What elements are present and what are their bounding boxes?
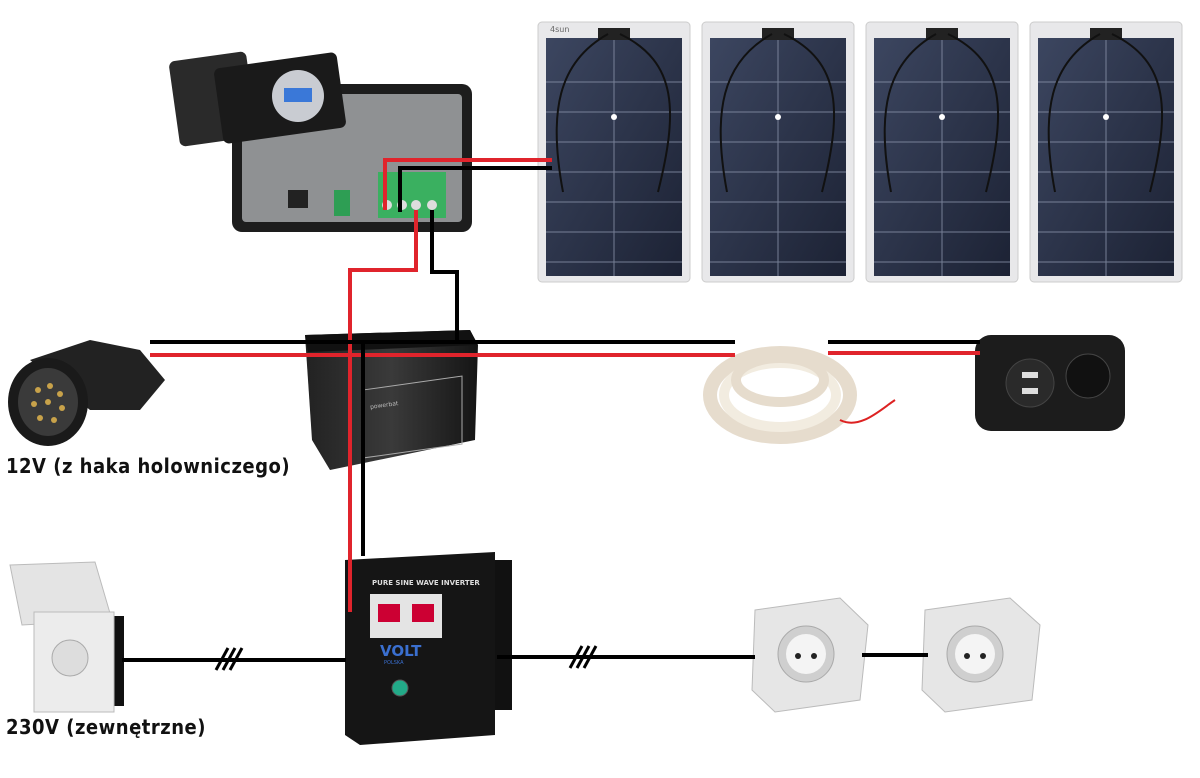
solar-panel-1 — [537, 21, 691, 283]
pv-negative-wire — [398, 166, 552, 212]
three-phase-marker-2 — [568, 645, 598, 669]
external-socket — [9, 561, 124, 713]
inverter-brand: VOLT — [380, 642, 422, 660]
inverter-header-text: PURE SINE WAVE INVERTER — [372, 579, 480, 587]
solar-brand: 4sun — [550, 25, 570, 34]
solar-panel-4 — [1029, 21, 1183, 283]
usb-socket — [975, 335, 1125, 431]
wall-socket-2 — [921, 597, 1041, 713]
inverter-brand-sub: POLSKA — [384, 660, 404, 666]
solar-panel-3 — [865, 21, 1019, 283]
remote-display — [169, 51, 346, 147]
battery-negative-wire — [430, 210, 459, 342]
inverter — [345, 552, 512, 745]
external-power-label: 230V (zewnętrzne) — [6, 715, 206, 739]
ac-wires — [122, 645, 928, 671]
three-phase-marker-1 — [214, 647, 244, 671]
led-strip — [703, 346, 896, 444]
trailer-plug-13pin — [8, 340, 165, 446]
solar-panels — [537, 21, 1183, 283]
charge-controller — [169, 51, 472, 232]
wall-socket-1 — [751, 597, 869, 713]
solar-panel-2 — [701, 21, 855, 283]
battery-positive-wire — [348, 210, 418, 612]
tow-hitch-label: 12V (z haka holowniczego) — [6, 454, 291, 478]
pv-positive-wire — [383, 158, 552, 210]
dc-wires — [150, 158, 980, 612]
